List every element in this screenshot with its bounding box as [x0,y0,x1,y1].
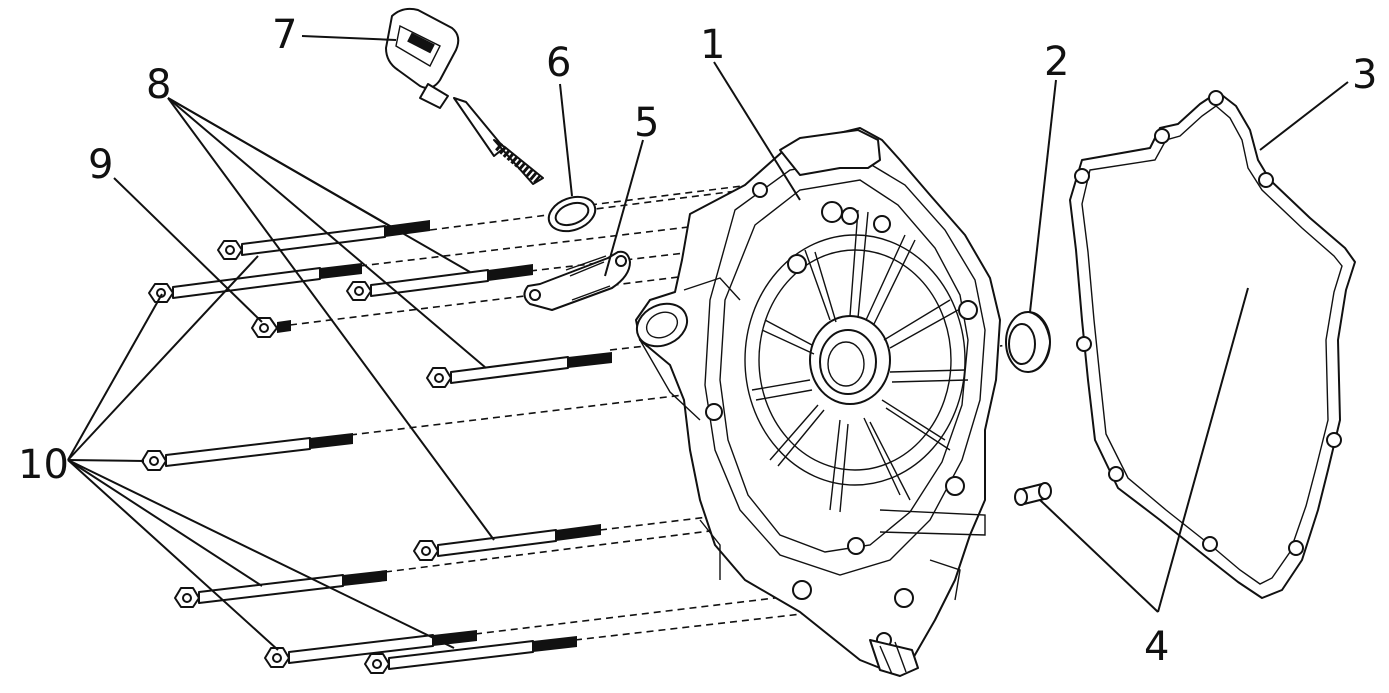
callout-3: 3 [1352,52,1377,98]
leader-lines [67,35,1349,651]
callout-8: 8 [146,62,171,108]
bolt-long-6 [413,524,601,561]
o-ring [547,195,597,233]
callout-9: 9 [88,142,113,188]
callout-4: 4 [1144,624,1169,670]
oil-dipstick [385,7,544,185]
dowel-pin-2 [1014,482,1052,506]
crankcase-cover [635,127,1001,677]
bolt-long-9 [364,636,577,674]
bolt-long-4 [426,352,612,388]
clip-bracket [523,250,631,311]
gasket-bolt-holes [1074,90,1342,556]
callout-5: 5 [634,100,659,146]
bolt-short [251,317,291,338]
callout-10: 10 [18,442,69,488]
callout-labels: 7 6 5 1 2 3 4 8 9 10 [18,12,1377,670]
callout-6: 6 [546,40,571,86]
callout-7: 7 [272,12,297,58]
bolt-long-3 [346,264,533,301]
callout-1: 1 [700,22,725,68]
callout-2: 2 [1044,39,1069,85]
bolt-long-7 [174,570,387,608]
bolt-long-5 [141,433,353,471]
bolt-long-1 [217,220,430,260]
gasket [1069,90,1356,599]
oil-seal [1005,311,1051,373]
bolt-long-2 [148,263,362,303]
bolt-long-8 [264,630,477,668]
